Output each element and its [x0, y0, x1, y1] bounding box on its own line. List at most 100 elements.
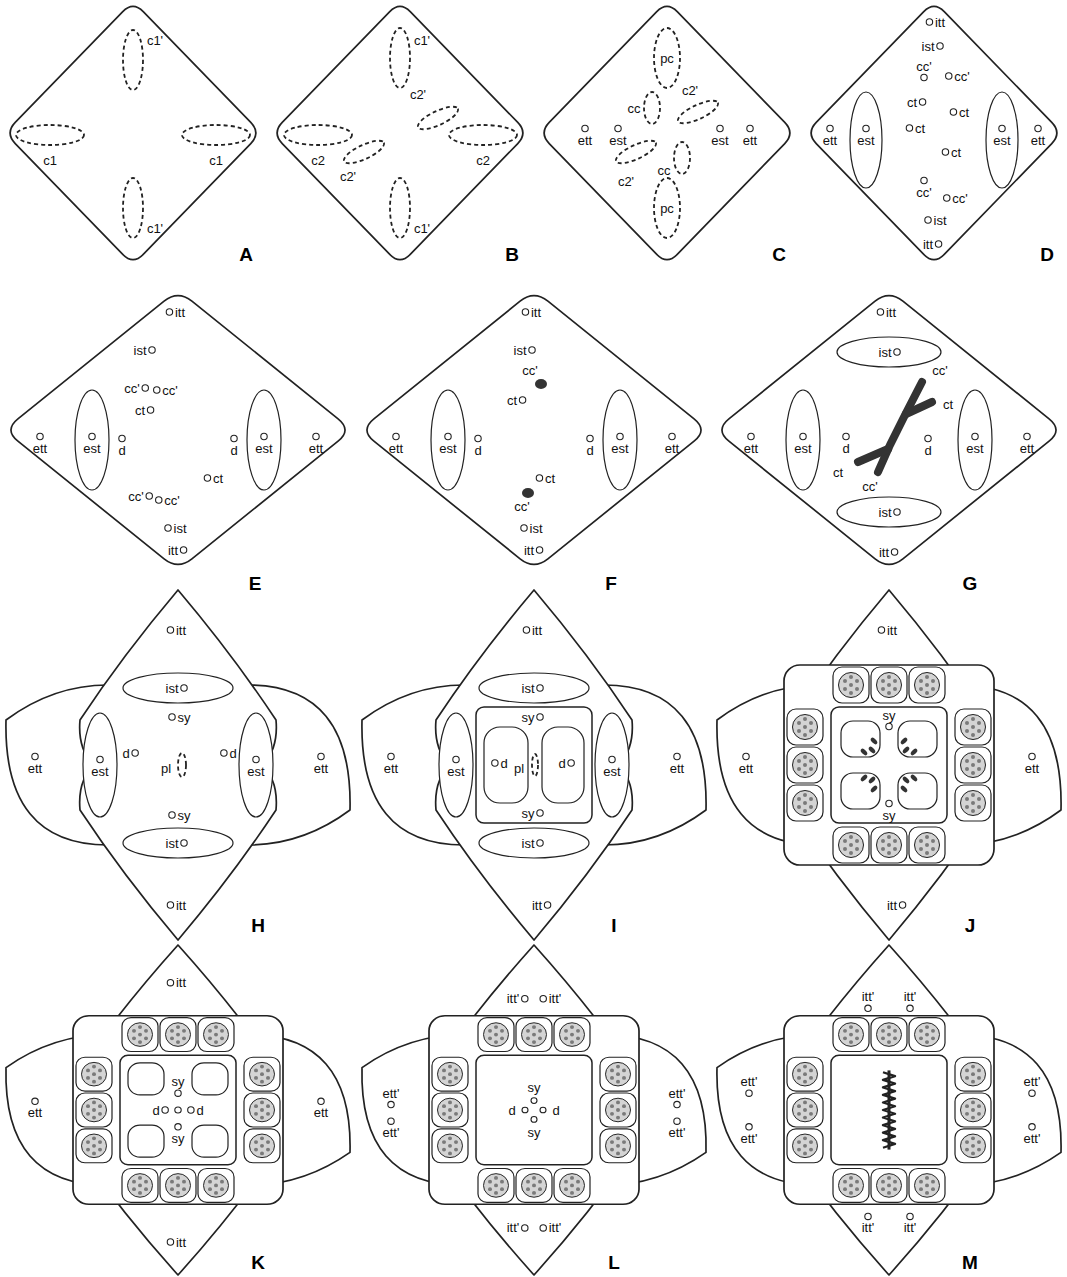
pollen-dot — [454, 1104, 458, 1108]
organ-label: ett — [28, 1106, 42, 1119]
panel-letter: L — [608, 1253, 620, 1272]
pollen-dot — [965, 729, 969, 733]
pollen-dot — [919, 1187, 923, 1191]
pollen-dot — [965, 1076, 969, 1080]
pollen-dot — [971, 717, 975, 721]
organ-position-marker — [540, 1107, 546, 1113]
pollen-dot — [500, 1036, 504, 1040]
organ-label: ct — [213, 472, 223, 485]
organ-position-marker — [1024, 433, 1030, 439]
pollen-dot — [220, 1187, 224, 1191]
organ-position-marker — [950, 109, 956, 115]
organ-position-marker — [162, 1107, 168, 1113]
anther — [522, 1023, 547, 1047]
pollen-dot — [977, 1140, 981, 1144]
pollen-dot — [893, 679, 897, 683]
pollen-dot — [454, 1112, 458, 1116]
organ-label: d — [508, 1104, 515, 1117]
anther — [961, 1098, 986, 1122]
pollen-dot — [86, 1148, 90, 1152]
pollen-dot — [616, 1101, 620, 1105]
pollen-dot — [919, 1180, 923, 1184]
anther — [82, 1098, 107, 1122]
organ-label: ct — [943, 398, 953, 411]
organ-label: d — [196, 1104, 203, 1117]
organ-position-marker — [717, 125, 723, 131]
pollen-dot — [855, 839, 859, 843]
bud-outline — [544, 6, 790, 259]
pollen-dot — [254, 1076, 258, 1080]
pollen-dot — [887, 691, 891, 695]
pollen-dot — [971, 771, 975, 775]
gynoecium-outline — [831, 707, 947, 823]
pollen-dot — [448, 1108, 452, 1112]
pollen-dot — [260, 1065, 264, 1069]
pollen-dot — [843, 1180, 847, 1184]
organ-label: itt — [175, 306, 185, 319]
pollen-dot — [532, 1040, 536, 1044]
pollen-dot — [809, 729, 813, 733]
organ-position-marker — [445, 433, 451, 439]
pollen-dot — [570, 1033, 574, 1037]
pollen-dot — [855, 1036, 859, 1040]
pollen-dot — [971, 1072, 975, 1076]
organ-label: c1' — [147, 34, 163, 47]
pollen-dot — [220, 1029, 224, 1033]
organ-label: ett — [389, 442, 403, 455]
organ-label: itt — [886, 306, 896, 319]
anther-lobe — [478, 1168, 514, 1202]
organ-position-marker — [388, 1101, 394, 1107]
panel-letter: B — [505, 245, 519, 264]
organ-label: sy — [172, 1132, 185, 1145]
pollen-dot — [971, 801, 975, 805]
pollen-dot — [182, 1029, 186, 1033]
pollen-dot — [971, 1136, 975, 1140]
pollen-dot — [925, 675, 929, 679]
organ-position-marker — [886, 800, 892, 806]
pollen-dot — [855, 679, 859, 683]
pollen-dot — [965, 1112, 969, 1116]
pollen-dot — [809, 721, 813, 725]
pollen-dot — [610, 1112, 614, 1116]
pollen-dot — [92, 1151, 96, 1155]
pollen-dot — [809, 1140, 813, 1144]
organ-label: ct — [135, 404, 145, 417]
pollen-dot — [92, 1108, 96, 1112]
organ-position-marker — [937, 43, 943, 49]
organ-position-marker — [942, 149, 948, 155]
organ-label: c1' — [147, 222, 163, 235]
organ-outline — [786, 390, 820, 490]
pollen-dot — [132, 1187, 136, 1191]
pollen-dot — [610, 1104, 614, 1108]
pollen-dot — [564, 1187, 568, 1191]
pollen-dot — [138, 1033, 142, 1037]
organ-position-marker — [946, 73, 952, 79]
pollen-dot — [488, 1036, 492, 1040]
organ-position-marker — [180, 547, 186, 553]
pollen-dot — [170, 1187, 174, 1191]
pollen-dot — [887, 851, 891, 855]
organ-label: sy — [178, 711, 191, 724]
pollen-dot — [266, 1104, 270, 1108]
pollen-dot — [843, 1187, 847, 1191]
pollen-dot — [138, 1176, 142, 1180]
pollen-dot — [965, 759, 969, 763]
pollen-dot — [977, 1069, 981, 1073]
pollen-dot — [849, 1033, 853, 1037]
organ-label: sy — [883, 709, 896, 722]
pollen-dot — [971, 1080, 975, 1084]
organ-position-marker — [617, 433, 623, 439]
organ-label: sy — [522, 807, 535, 820]
organ-position-marker — [169, 714, 175, 720]
anther-lobe — [198, 1168, 234, 1202]
anther-lobe — [432, 1093, 468, 1127]
organ-label: sy — [172, 1075, 185, 1088]
pollen-dot — [144, 1036, 148, 1040]
anther — [877, 1023, 902, 1047]
organ-label: est — [794, 442, 811, 455]
pollen-dot — [925, 1176, 929, 1180]
pollen-dot — [616, 1116, 620, 1120]
pollen-dot — [925, 851, 929, 855]
organ-label: ett' — [741, 1132, 758, 1145]
